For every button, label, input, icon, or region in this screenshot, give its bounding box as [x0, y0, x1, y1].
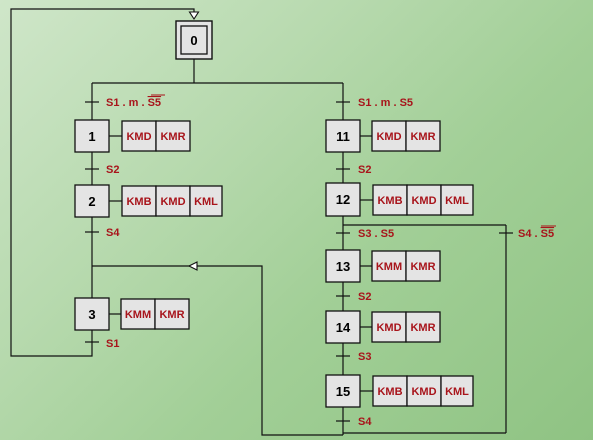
step-1: 1: [74, 119, 110, 153]
action-label: KMR: [410, 322, 435, 334]
action-label: KML: [194, 196, 218, 208]
links: [10, 8, 507, 436]
transition-label-0-11: S1 . m . S5: [358, 97, 413, 109]
transition-label-14-15: S3: [358, 351, 371, 363]
transition-label-12-13: S3 . S5: [358, 228, 394, 240]
link-3-to-0: [10, 8, 195, 357]
action-label: KML: [445, 386, 469, 398]
transition-label-11-12: S2: [358, 164, 371, 176]
action-label: KMM: [376, 261, 402, 273]
step-number: 1: [88, 129, 95, 144]
actions-step-12: KMB KMD KML: [360, 184, 474, 216]
step-number: 13: [336, 259, 350, 274]
action-label: KML: [445, 195, 469, 207]
arrow-left-icon: [187, 261, 198, 271]
step-number: 3: [88, 307, 95, 322]
action-label: KMD: [376, 322, 401, 334]
arrow-down-icon: [188, 11, 200, 21]
initial-step-0: 0: [175, 20, 213, 60]
step-3: 3: [74, 297, 110, 331]
action-label: KMB: [126, 196, 151, 208]
transition-label-12-15: S4 . S5: [518, 228, 554, 240]
action-label: KMD: [411, 386, 436, 398]
action-label: KMD: [376, 131, 401, 143]
step-number: 12: [336, 192, 350, 207]
step-15: 15: [325, 374, 361, 408]
actions-step-2: KMB KMD KML: [109, 185, 223, 217]
step-12: 12: [325, 182, 361, 217]
step-number: 15: [336, 384, 350, 399]
actions-step-11: KMD KMR: [360, 120, 441, 152]
transition-label-1-2: S2: [106, 164, 119, 176]
action-label: KMM: [125, 309, 151, 321]
action-label: KMR: [159, 309, 184, 321]
actions-step-3: KMM KMR: [109, 298, 190, 330]
action-label: KMD: [126, 131, 151, 143]
step-number: 2: [88, 194, 95, 209]
action-label: KMD: [411, 195, 436, 207]
step-11: 11: [325, 119, 361, 153]
step-number: 0: [190, 33, 197, 48]
action-label: KMB: [377, 386, 402, 398]
action-label: KMB: [377, 195, 402, 207]
step-number: 14: [336, 320, 351, 335]
transition-label-2-3: S4: [106, 227, 120, 239]
actions-step-14: KMD KMR: [360, 311, 441, 343]
transition-label-0-1: S1 . m . S5: [106, 97, 161, 109]
step-13: 13: [325, 249, 361, 283]
step-number: 11: [336, 129, 350, 144]
actions-step-1: KMD KMR: [109, 120, 191, 152]
transition-label-15-3: S4: [358, 416, 372, 428]
actions-step-15: KMB KMD KML: [360, 375, 474, 407]
transition-labels: S1 . m . S5 S2 S4 S1 S1 . m . S5 S2 S3 .…: [106, 94, 556, 428]
step-2: 2: [74, 184, 110, 218]
actions-step-13: KMM KMR: [360, 250, 441, 282]
transition-label-13-14: S2: [358, 291, 371, 303]
action-label: KMR: [410, 131, 435, 143]
step-14: 14: [325, 310, 361, 344]
action-label: KMR: [410, 261, 435, 273]
transition-label-3-0: S1: [106, 338, 119, 350]
action-label: KMD: [160, 196, 185, 208]
transition-bars: [85, 101, 513, 422]
action-label: KMR: [160, 131, 185, 143]
link-15-to-3: [92, 265, 343, 436]
